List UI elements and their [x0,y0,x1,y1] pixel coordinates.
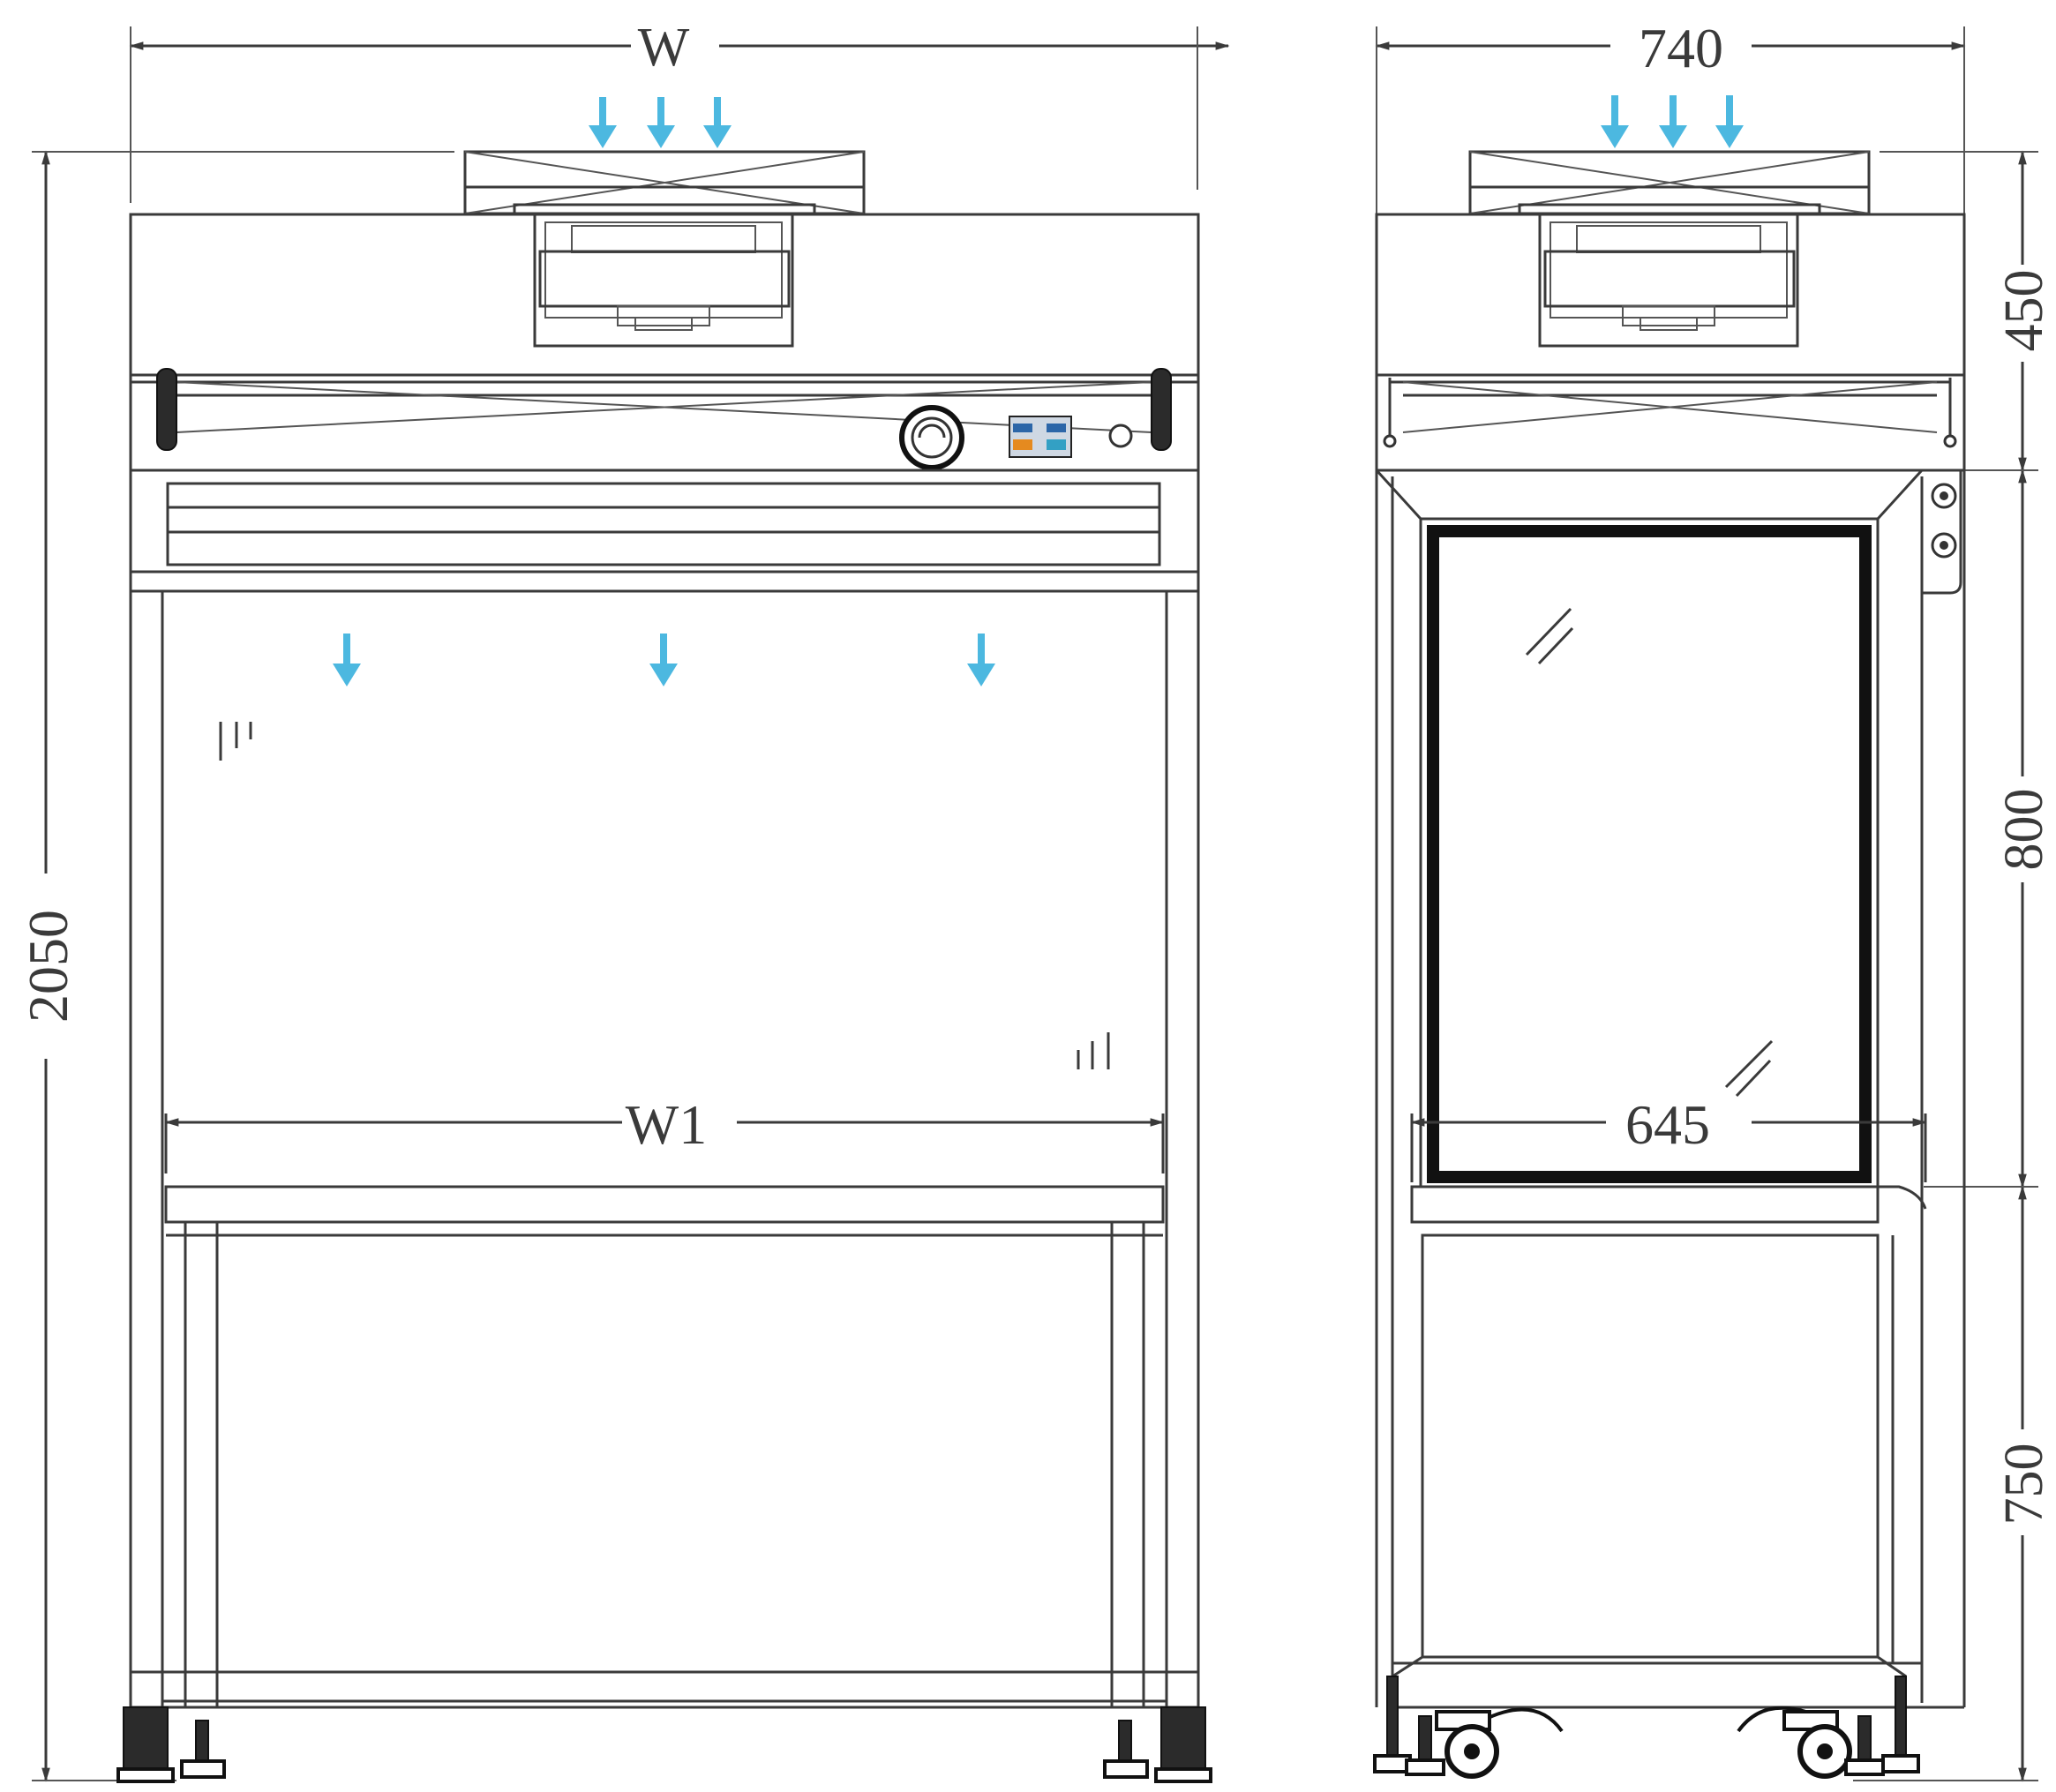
side-leveling-foot-icon [1373,1676,1920,1776]
side-hepa-filter [1383,378,1957,448]
control-panel-icon [899,405,1133,470]
dimension-inner-depth-label: 645 [1625,1093,1710,1156]
side-worktop [1410,1185,1927,1237]
front-hepa-filter [131,368,1198,451]
front-fan-assembly [513,203,816,348]
side-glass-reflection [1525,607,1774,1098]
airflow-arrow-icon [647,97,675,148]
airflow-arrow-icon [589,97,617,148]
dimension-height: 2050 [17,150,454,1782]
dimension-width-label: W [638,18,690,78]
side-view: 740 450 800 750 [1373,17,2054,1782]
side-window-frame [1375,469,1966,1707]
airflow-arrow-icon [649,634,678,686]
dimension-height-label: 2050 [17,910,79,1023]
dimension-top-section-label: 450 [1994,270,2054,352]
airflow-arrow-icon [1715,95,1744,148]
caster-wheel-icon [1435,1706,1852,1779]
side-base-cabinet [1392,1233,1964,1709]
side-fan-assembly [1518,203,1821,348]
dimension-inner-width-label: W1 [626,1093,707,1156]
dimension-inner-width: W1 [164,1093,1165,1173]
airflow-arrow-icon [1659,95,1687,148]
leveling-foot-icon [116,1706,1212,1783]
dimension-depth: 740 [1375,17,1966,214]
dimension-inner-depth: 645 [1410,1093,1927,1182]
front-view: W 2050 [17,18,1230,1783]
dimension-window-section-label: 800 [1994,789,2054,871]
front-glass-reflection [219,722,1110,1069]
airflow-arrow-icon [333,634,361,686]
airflow-arrow-icon [967,634,995,686]
front-stand-frame [131,1222,1198,1709]
airflow-arrows [333,95,1744,686]
dimension-depth-label: 740 [1639,17,1723,79]
dimension-right-stack: 450 800 750 [1853,150,2054,1782]
front-worktop [164,1185,1165,1237]
airflow-arrow-icon [1601,95,1629,148]
front-light-box [129,469,1200,593]
airflow-arrow-icon [703,97,732,148]
dimension-base-section-label: 750 [1994,1443,2054,1526]
dimension-width: W [129,18,1230,203]
